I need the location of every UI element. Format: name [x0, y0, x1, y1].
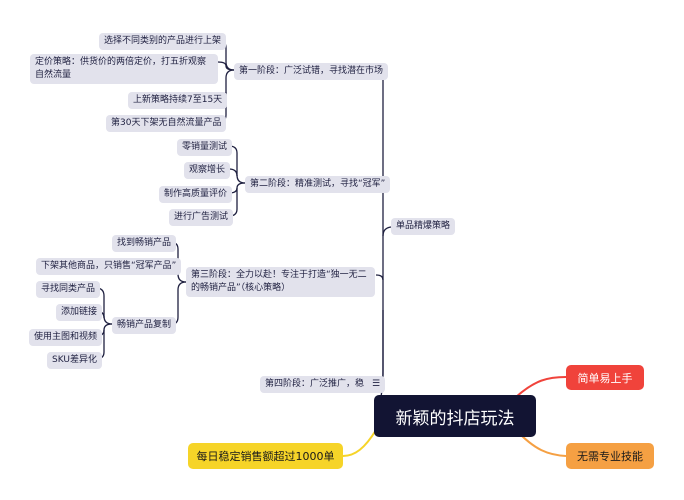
stage2-item[interactable]: 零销量测试 [177, 139, 233, 156]
stage3-label: 第三阶段：全力以赴！专注于打造“独一无二的畅销产品”（核心策略） [191, 270, 367, 293]
spine-to-stage1 [372, 69, 384, 236]
stage3-item[interactable]: 找到畅销产品 [112, 235, 177, 252]
copy-item-label: 添加链接 [61, 307, 98, 317]
stage1-item[interactable]: 定价策略：供货价的两倍定价，打五折观察自然流量 [30, 54, 218, 84]
stage2-item-label: 零销量测试 [182, 142, 228, 152]
stage2-item[interactable]: 制作高质量评价 [159, 186, 233, 203]
stage1-item-label: 选择不同类别的产品进行上架 [104, 36, 222, 46]
stage2-node[interactable]: 第二阶段：精准测试，寻找“冠军” [245, 176, 391, 193]
stage1-item[interactable]: 选择不同类别的产品进行上架 [99, 33, 227, 50]
root-node[interactable]: 新颖的抖店玩法 [374, 395, 536, 437]
copy-label: 畅销产品复制 [117, 320, 172, 330]
stage3-node[interactable]: 第三阶段：全力以赴！专注于打造“独一无二的畅销产品”（核心策略） [186, 267, 375, 297]
strategy-node[interactable]: 单品精爆策略 [391, 218, 456, 235]
stage2-item-label: 制作高质量评价 [164, 189, 228, 199]
branch-sales[interactable]: 每日稳定销售额超过1000单 [188, 443, 343, 469]
copy-item[interactable]: 添加链接 [56, 304, 103, 321]
stage1-label: 第一阶段：广泛试错，寻找潜在市场 [239, 66, 384, 76]
stage2-item-label: 观察增长 [189, 165, 226, 175]
stage2-item[interactable]: 观察增长 [184, 162, 231, 179]
stage1-node[interactable]: 第一阶段：广泛试错，寻找潜在市场 [234, 63, 389, 80]
spine-to-stage4 [374, 310, 384, 384]
stage2-item-label: 进行广告测试 [174, 212, 229, 222]
stage1-item-label: 定价策略：供货价的两倍定价，打五折观察自然流量 [35, 57, 207, 80]
simple-branch-line [515, 376, 567, 398]
branch-simple[interactable]: 简单易上手 [566, 365, 644, 390]
branch-sales-label: 每日稳定销售额超过1000单 [196, 450, 335, 463]
notes-icon: ☰ [372, 379, 381, 389]
branch-simple-label: 简单易上手 [577, 371, 633, 385]
stage1-item-label: 上新策略持续7至15天 [133, 95, 223, 105]
stage1-item2-line [217, 61, 235, 71]
strategy-label: 单品精爆策略 [396, 221, 451, 231]
stage2-item1-line [228, 145, 246, 184]
stage3-item[interactable]: 下架其他商品，只销售“冠军产品” [36, 258, 182, 275]
root-label: 新颖的抖店玩法 [395, 408, 515, 429]
stage1-item-label: 第30天下架无自然流量产品 [111, 118, 222, 128]
stage4-label: 第四阶段：广泛推广，稳 [265, 379, 365, 389]
copy-item[interactable]: 使用主图和视频 [29, 329, 103, 346]
stage4-node[interactable]: 第四阶段：广泛推广，稳 ☰ [260, 376, 386, 393]
copy-item1-line [95, 287, 113, 325]
copy-item[interactable]: 寻找同类产品 [36, 281, 101, 298]
branch-no-skill[interactable]: 无需专业技能 [566, 443, 654, 469]
stage3-item-label: 找到畅销产品 [117, 238, 172, 248]
stage2-item2-line [228, 168, 238, 177]
branch-no-skill-label: 无需专业技能 [577, 450, 643, 463]
stage2-item[interactable]: 进行广告测试 [169, 209, 234, 226]
stage1-item[interactable]: 第30天下架无自然流量产品 [106, 115, 227, 132]
stage2-label: 第二阶段：精准测试，寻找“冠军” [250, 179, 386, 189]
copy-item-label: 使用主图和视频 [34, 332, 98, 342]
stage3-item-label: 下架其他商品，只销售“冠军产品” [41, 261, 177, 271]
sales-branch-line [342, 429, 377, 457]
copy-node[interactable]: 畅销产品复制 [112, 317, 177, 334]
copy-item-label: 寻找同类产品 [41, 284, 96, 294]
copy-item-label: SKU差异化 [52, 355, 97, 365]
copy-item[interactable]: SKU差异化 [47, 352, 102, 369]
spine-to-stage3 [375, 274, 384, 281]
stage1-item[interactable]: 上新策略持续7至15天 [128, 92, 228, 109]
